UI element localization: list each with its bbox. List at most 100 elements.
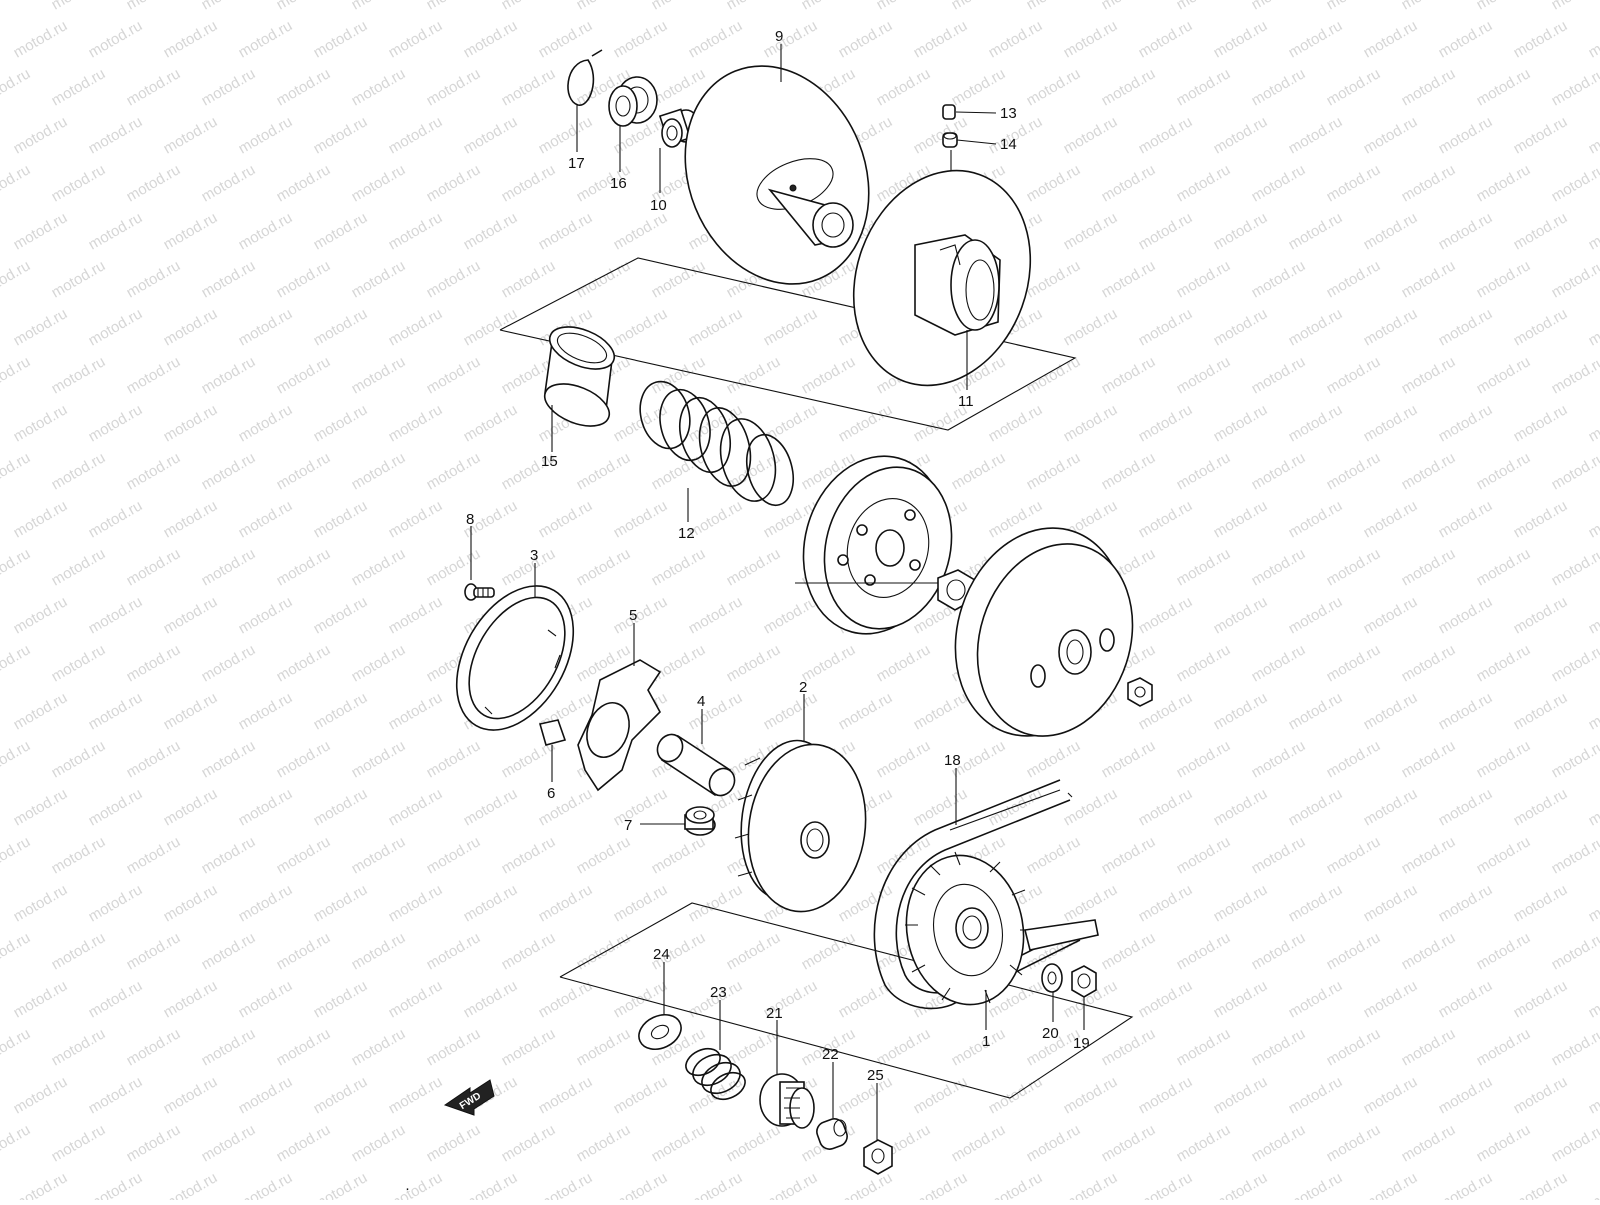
- watermark-text: motod.ru: [1549, 545, 1600, 589]
- watermark-text: motod.ru: [874, 0, 934, 13]
- watermark-text: motod.ru: [424, 545, 484, 589]
- watermark-text: motod.ru: [1211, 401, 1271, 445]
- watermark-text: motod.ru: [1586, 881, 1600, 925]
- watermark-text: motod.ru: [1249, 737, 1309, 781]
- watermark-text: motod.ru: [274, 929, 334, 973]
- watermark-text: motod.ru: [386, 689, 446, 733]
- watermark-text: motod.ru: [386, 977, 446, 1021]
- watermark-text: motod.ru: [1174, 257, 1234, 301]
- watermark-text: motod.ru: [0, 545, 33, 589]
- watermark-text: motod.ru: [236, 881, 296, 925]
- watermark-text: motod.ru: [199, 1121, 259, 1165]
- watermark-text: motod.ru: [124, 1121, 184, 1165]
- watermark-text: motod.ru: [1136, 17, 1196, 61]
- watermark-text: motod.ru: [499, 65, 559, 109]
- watermark-text: motod.ru: [11, 689, 71, 733]
- watermark-text: motod.ru: [236, 305, 296, 349]
- watermark-text: motod.ru: [311, 401, 371, 445]
- watermark-text: motod.ru: [611, 305, 671, 349]
- watermark-text: motod.ru: [1211, 497, 1271, 541]
- watermark-text: motod.ru: [1024, 449, 1084, 493]
- watermark-text: motod.ru: [274, 0, 334, 13]
- watermark-text: motod.ru: [11, 113, 71, 157]
- watermark-text: motod.ru: [1549, 929, 1600, 973]
- watermark-text: motod.ru: [1361, 113, 1421, 157]
- watermark-text: motod.ru: [461, 209, 521, 253]
- watermark-text: motod.ru: [386, 785, 446, 829]
- watermark-text: motod.ru: [11, 401, 71, 445]
- watermark-text: motod.ru: [949, 449, 1009, 493]
- watermark-text: motod.ru: [874, 65, 934, 109]
- watermark-text: motod.ru: [461, 17, 521, 61]
- watermark-text: motod.ru: [1024, 161, 1084, 205]
- watermark-text: motod.ru: [1174, 1025, 1234, 1069]
- watermark-text: motod.ru: [1286, 689, 1346, 733]
- watermark-text: motod.ru: [86, 689, 146, 733]
- watermark-text: motod.ru: [86, 497, 146, 541]
- watermark-text: motod.ru: [386, 401, 446, 445]
- watermark-text: motod.ru: [1361, 1169, 1421, 1200]
- watermark-text: motod.ru: [1511, 881, 1571, 925]
- watermark-text: motod.ru: [1511, 497, 1571, 541]
- callout-21: 21: [766, 1005, 783, 1022]
- watermark-text: motod.ru: [499, 1025, 559, 1069]
- watermark-text: motod.ru: [424, 1121, 484, 1165]
- watermark-text: motod.ru: [199, 257, 259, 301]
- watermark-text: motod.ru: [161, 593, 221, 637]
- watermark-text: motod.ru: [49, 833, 109, 877]
- watermark-text: motod.ru: [386, 113, 446, 157]
- watermark-text: motod.ru: [1136, 593, 1196, 637]
- watermark-text: motod.ru: [1324, 1025, 1384, 1069]
- watermark-text: motod.ru: [1586, 113, 1600, 157]
- watermark-text: motod.ru: [574, 545, 634, 589]
- part-13-pin: [943, 105, 955, 119]
- watermark-text: motod.ru: [1024, 257, 1084, 301]
- watermark-text: motod.ru: [199, 161, 259, 205]
- watermark-text: motod.ru: [199, 65, 259, 109]
- watermark-text: motod.ru: [1399, 929, 1459, 973]
- watermark-text: motod.ru: [1586, 305, 1600, 349]
- watermark-text: motod.ru: [1286, 977, 1346, 1021]
- watermark-text: motod.ru: [274, 65, 334, 109]
- watermark-text: motod.ru: [836, 1169, 896, 1200]
- watermark-text: motod.ru: [124, 737, 184, 781]
- callout-17: 17: [568, 155, 585, 172]
- watermark-text: motod.ru: [724, 0, 784, 13]
- watermark-text: motod.ru: [1324, 449, 1384, 493]
- watermark-text: motod.ru: [874, 641, 934, 685]
- watermark-text: motod.ru: [611, 497, 671, 541]
- watermark-text: motod.ru: [424, 65, 484, 109]
- watermark-text: motod.ru: [124, 833, 184, 877]
- watermark-text: motod.ru: [86, 593, 146, 637]
- watermark-text: motod.ru: [1436, 305, 1496, 349]
- watermark-text: motod.ru: [311, 497, 371, 541]
- watermark-text: motod.ru: [424, 737, 484, 781]
- watermark-text: motod.ru: [1399, 449, 1459, 493]
- watermark-text: motod.ru: [1211, 977, 1271, 1021]
- watermark-text: motod.ru: [49, 641, 109, 685]
- watermark-text: motod.ru: [574, 0, 634, 13]
- watermark-text: motod.ru: [836, 689, 896, 733]
- watermark-text: motod.ru: [1211, 1169, 1271, 1200]
- watermark-text: motod.ru: [986, 1073, 1046, 1117]
- watermark-text: motod.ru: [1324, 737, 1384, 781]
- watermark-text: motod.ru: [86, 209, 146, 253]
- watermark-text: motod.ru: [1474, 737, 1534, 781]
- watermark-text: motod.ru: [1099, 1121, 1159, 1165]
- watermark-text: motod.ru: [161, 17, 221, 61]
- watermark-text: motod.ru: [649, 0, 709, 13]
- watermark-text: motod.ru: [0, 1025, 33, 1069]
- watermark-text: motod.ru: [1549, 65, 1600, 109]
- watermark-text: motod.ru: [499, 0, 559, 13]
- watermark-text: motod.ru: [1174, 545, 1234, 589]
- watermark-text: motod.ru: [986, 1169, 1046, 1200]
- part-7-roller: [685, 807, 715, 835]
- watermark-text: motod.ru: [199, 353, 259, 397]
- watermark-text: motod.ru: [199, 833, 259, 877]
- watermark-text: motod.ru: [1586, 785, 1600, 829]
- watermark-text: motod.ru: [49, 353, 109, 397]
- watermark-text: motod.ru: [1361, 305, 1421, 349]
- watermark-text: motod.ru: [49, 1025, 109, 1069]
- watermark-text: motod.ru: [49, 257, 109, 301]
- watermark-text: motod.ru: [1436, 113, 1496, 157]
